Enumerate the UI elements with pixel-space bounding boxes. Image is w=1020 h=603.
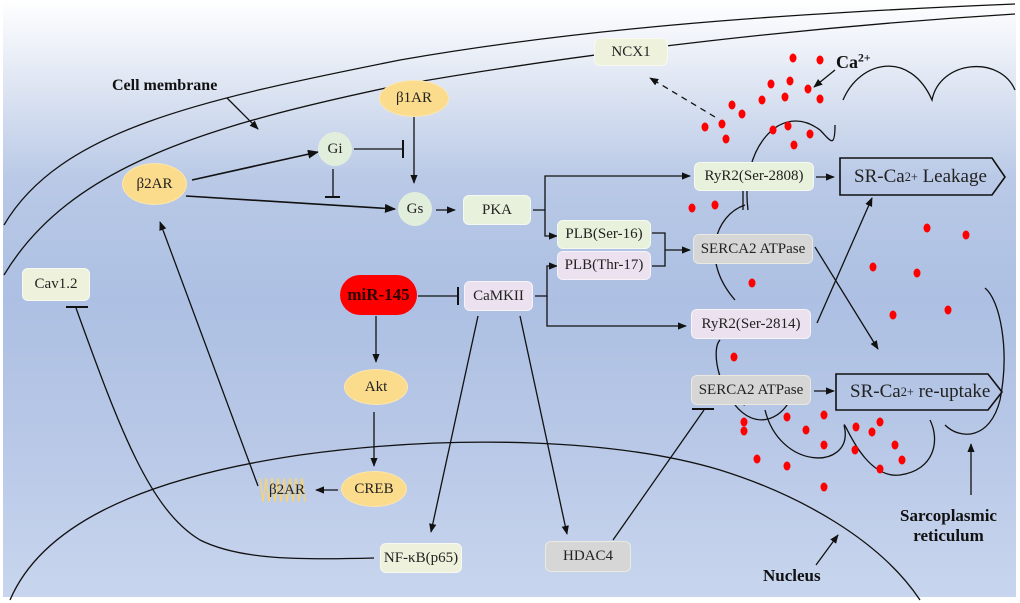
calcium-ion-dot: [869, 262, 877, 272]
calcium-ion-dot: [711, 200, 719, 210]
node-serca2-upper: SERCA2 ATPase: [693, 234, 813, 264]
node-nfkb: NF-κB(p65): [380, 543, 462, 573]
calcium-ion-dot: [718, 119, 726, 129]
calcium-ion-dot: [790, 140, 798, 150]
calcium-ion-dot: [786, 76, 794, 86]
node-camkii: CaMKII: [464, 281, 533, 311]
calcium-ion-dot: [923, 223, 931, 233]
calcium-ion-dot: [738, 109, 746, 119]
node-pka: PKA: [463, 195, 531, 225]
calcium-ion-dot: [804, 84, 812, 94]
calcium-ion-dot: [769, 125, 777, 135]
calcium-ion-dot: [876, 464, 884, 474]
sr-label-line2: reticulum: [913, 526, 984, 545]
calcium-ion-dot: [806, 129, 814, 139]
sr-outline-5: [764, 409, 936, 476]
calcium-ion-dot: [783, 461, 791, 471]
calcium-ion-dot: [820, 482, 828, 492]
calcium-ion-dot: [730, 352, 738, 362]
node-serca2-lower: SERCA2 ATPase: [691, 375, 811, 405]
calcium-ion-dot: [728, 100, 736, 110]
calcium-ion-dot: [913, 268, 921, 278]
calcium-ion-dot: [748, 278, 756, 288]
calcium-ion-dot: [876, 417, 884, 427]
calcium-ion-dot: [753, 454, 761, 464]
cell-membrane-outer: [3, 3, 1016, 226]
node-ncx1: NCX1: [594, 38, 668, 66]
calcium-ion-dot: [852, 422, 860, 432]
cell-membrane-label: Cell membrane: [112, 77, 218, 94]
reuptake-outcome-shape: [835, 373, 1004, 411]
node-gi: Gi: [318, 132, 352, 166]
calcium-ion-dot: [820, 410, 828, 420]
node-cav12: Cav1.2: [22, 268, 90, 301]
node-ryr2-2814: RyR2(Ser-2814): [691, 309, 811, 339]
node-b2ar-gene: β2AR: [269, 481, 305, 498]
calcium-ion-dot: [758, 95, 766, 105]
node-ryr2-2808: RyR2(Ser-2808): [694, 162, 814, 191]
leakage-prefix: SR-Ca: [854, 165, 905, 187]
nucleus-membrane: [9, 441, 921, 601]
node-b2ar: β2AR: [122, 163, 187, 205]
calcium-ion-dot: [889, 310, 897, 320]
calcium-ion-dot: [898, 455, 906, 465]
node-mir145: miR-145: [340, 275, 417, 315]
calcium-ion-dot: [701, 122, 709, 132]
sr-outline: [842, 65, 1016, 103]
calcium-label-charge: 2+: [858, 51, 871, 65]
node-akt: Akt: [344, 369, 408, 405]
calcium-ion-dot: [944, 305, 952, 315]
calcium-ion-dot: [816, 55, 824, 65]
node-plb-thr17: PLB(Thr-17): [557, 251, 651, 280]
node-gs: Gs: [398, 192, 432, 226]
leakage-suffix: Leakage: [917, 165, 987, 187]
calcium-label: Ca2+: [836, 52, 871, 72]
calcium-ion-dot: [891, 440, 899, 450]
sr-outline-4: [734, 399, 791, 421]
sr-outline-6: [944, 287, 1005, 435]
calcium-ion-dot: [688, 203, 696, 213]
sarcoplasmic-reticulum-label: Sarcoplasmic reticulum: [900, 506, 997, 546]
calcium-ion-dot: [789, 53, 797, 63]
calcium-ion-dot: [722, 134, 730, 144]
calcium-ion-dot: [783, 412, 791, 422]
leakage-outcome-shape: [839, 157, 1006, 196]
calcium-ion-dot: [816, 94, 824, 104]
nucleus-label: Nucleus: [763, 566, 821, 585]
calcium-ion-dot: [781, 92, 789, 102]
calcium-ion-dot: [767, 79, 775, 89]
calcium-ion-dot: [740, 426, 748, 436]
node-creb: CREB: [341, 471, 407, 507]
node-plb-ser16: PLB(Ser-16): [557, 220, 651, 249]
calcium-ion-dot: [820, 440, 828, 450]
calcium-ion-dot: [868, 427, 876, 437]
reuptake-prefix: SR-Ca: [850, 381, 901, 402]
calcium-ion-dot: [851, 445, 859, 455]
calcium-ion-dot: [740, 417, 748, 427]
calcium-ion-dot: [962, 230, 970, 240]
calcium-ion-dot: [802, 425, 810, 435]
calcium-label-text: Ca: [836, 52, 858, 72]
calcium-ion-dot: [784, 121, 792, 131]
node-b1ar: β1AR: [379, 80, 449, 117]
reuptake-suffix: re-uptake: [913, 381, 991, 402]
sr-label-line1: Sarcoplasmic: [900, 506, 997, 525]
b2ar-gene-squiggle: [259, 477, 306, 503]
node-hdac4: HDAC4: [545, 541, 631, 572]
